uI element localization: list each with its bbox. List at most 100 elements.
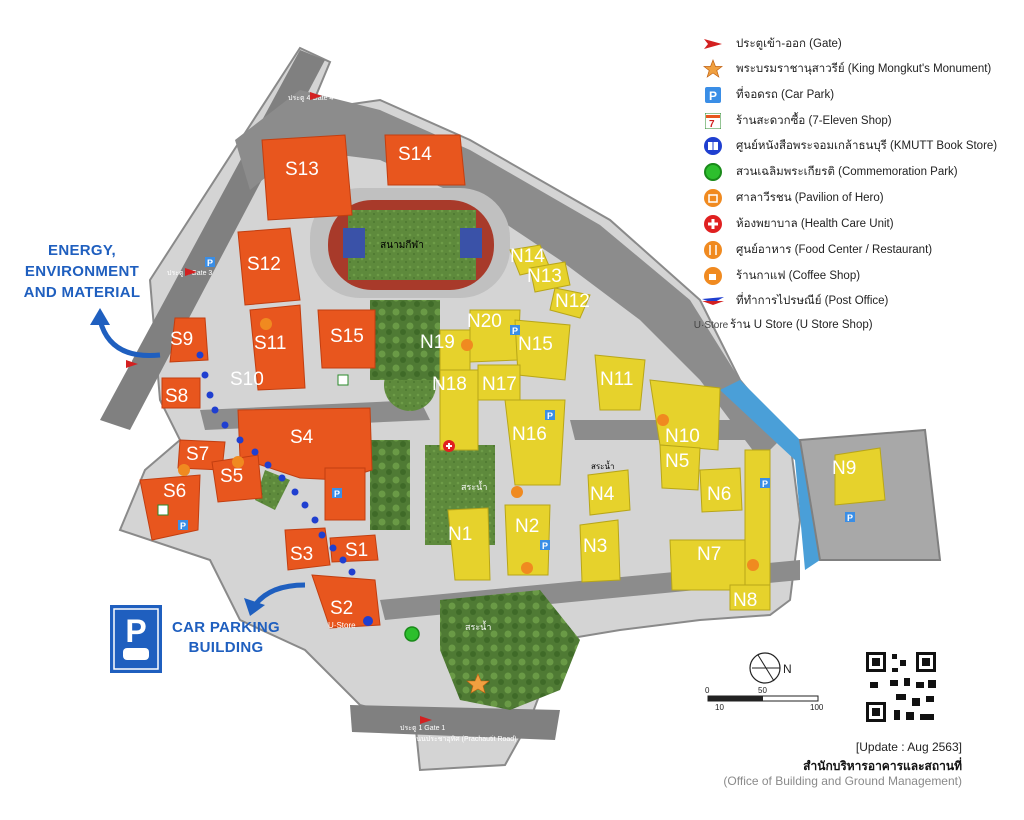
building-s15-shape [317,309,376,369]
legend-label: สวนเฉลิมพระเกียรติ (Commemoration Park) [736,166,958,178]
legend-label: ศูนย์อาหาร (Food Center / Restaurant) [736,244,933,256]
label-s8: S8 [165,386,188,407]
legend-label: ที่จอดรถ (Car Park) [736,89,835,101]
svg-text:P: P [180,521,186,531]
stadium: สนามกีฬา [310,188,510,298]
building-n16-shape [504,399,566,486]
car-parking-arrow-icon [253,582,306,607]
parking-icon: P [845,512,855,523]
road-south-label: ถนนประชาอุทิศ (Prachautit Road) [412,735,517,743]
energy-line-1: ENERGY, [48,242,116,259]
label-s4: S4 [290,427,314,448]
park-icon [404,626,420,642]
car-parking-line-1: CAR PARKING [172,619,280,636]
legend-item-food: ศูนย์อาหาร (Food Center / Restaurant) [700,240,932,260]
pond-label: สระน้ำ [461,480,487,492]
label-n19: N19 [420,332,455,353]
gate-flag-icon [310,92,322,100]
u-store-icon-text: U·Store [693,319,729,331]
car-parking-annotation: P CAR PARKING BUILDING [110,582,306,673]
park-icon [700,163,726,181]
legend-label: ศาลาวีรชน (Pavilion of Hero) [736,192,884,204]
building-s1-shape [329,534,379,563]
label-n18: N18 [432,374,467,395]
parking-sign [110,605,162,673]
legend-item-gate: ประตูเข้า-ออก (Gate) [700,34,842,54]
pond-label-2: สระน้ำ [465,620,491,632]
svg-text:7: 7 [709,119,715,129]
label-s1: S1 [345,540,368,561]
building-n15-shape [514,319,571,381]
svg-text:P: P [542,541,548,551]
legend-item-7eleven: 7 ร้านสะดวกซื้อ (7-Eleven Shop) [700,111,892,131]
seven-eleven-icon [157,504,169,516]
legend-item-pavilion: ศาลาวีรชน (Pavilion of Hero) [700,188,884,208]
pavilion-icon [511,486,523,498]
seven-eleven-icon: 7 [700,112,726,130]
legend-item-ustore: U·Store ร้าน U Store (U Store Shop) [694,315,873,335]
legend-label: ศูนย์หนังสือพระจอมเกล้าธนบุรี (KMUTT Boo… [736,140,998,152]
label-s3: S3 [290,544,313,565]
gate-1-label: ประตู 1 Gate 1 [400,725,445,732]
energy-arrow-icon [97,319,161,359]
map-icons: P P P P P P P P [126,92,855,724]
label-n9: N9 [832,458,856,479]
label-n3: N3 [583,536,607,557]
label-n20: N20 [467,311,502,332]
gate-flag-icon [420,716,432,724]
car-icon [123,648,149,660]
u-store-icon: U·Store [694,316,728,334]
scale-bar: 0 50 10 100 [705,686,824,712]
label-n10: N10 [665,426,700,447]
food-center-icon [747,559,759,571]
label-s5: S5 [220,466,243,487]
car-parking-line-2: BUILDING [189,639,264,656]
compass-north: N [783,662,792,676]
label-n1: N1 [448,524,472,545]
label-s7: S7 [186,444,209,465]
scale-bottom-10: 10 [715,703,724,712]
label-s6: S6 [163,481,186,502]
label-s2: S2 [330,598,353,619]
svg-text:P: P [709,89,717,103]
label-n5: N5 [665,451,689,472]
gate-flag-icon [700,35,726,53]
building-n6-shape [699,467,743,513]
legend-label: ร้าน U Store (U Store Shop) [730,319,873,331]
legend-item-health: ห้องพยาบาล (Health Care Unit) [700,214,894,234]
building-s9-shape [169,317,209,363]
building-n13-shape [529,261,571,293]
health-care-icon [700,215,726,233]
shuttle-route [196,351,356,576]
building-n9-shape [834,447,886,506]
parking-icon: P [332,488,342,499]
legend-item-post: ที่ทำการไปรษณีย์ (Post Office) [700,291,888,311]
qr-code[interactable] [864,650,938,724]
office-english: (Office of Building and Ground Managemen… [723,774,962,788]
svg-text:P: P [762,479,768,489]
gate-flag-icon [126,360,138,368]
monument-star-icon [700,59,726,78]
label-s10: S10 [230,369,264,390]
label-s14: S14 [398,144,432,165]
food-center-icon [700,241,726,259]
label-n15: N15 [518,334,553,355]
label-s15: S15 [330,326,364,347]
parking-icon: P [540,540,550,551]
building-n10-shape [649,379,721,451]
label-n13: N13 [527,266,562,287]
inner-ring-road [235,90,780,460]
svg-text:P: P [334,489,340,499]
building-n12-shape [549,287,591,319]
label-s12: S12 [247,254,281,275]
building-s13-shape [261,134,353,221]
label-n4: N4 [590,484,615,505]
u-store-map-label: U·Store [328,621,356,630]
label-n11: N11 [600,369,633,390]
building-s4b-shape [324,467,366,521]
label-s13: S13 [285,159,319,180]
pavilion-icon [700,189,726,207]
parking-icon: P [178,520,188,531]
label-n14: N14 [510,246,545,267]
legend-item-monument: พระบรมราชานุสาวรีย์ (King Mongkut's Monu… [700,59,991,79]
